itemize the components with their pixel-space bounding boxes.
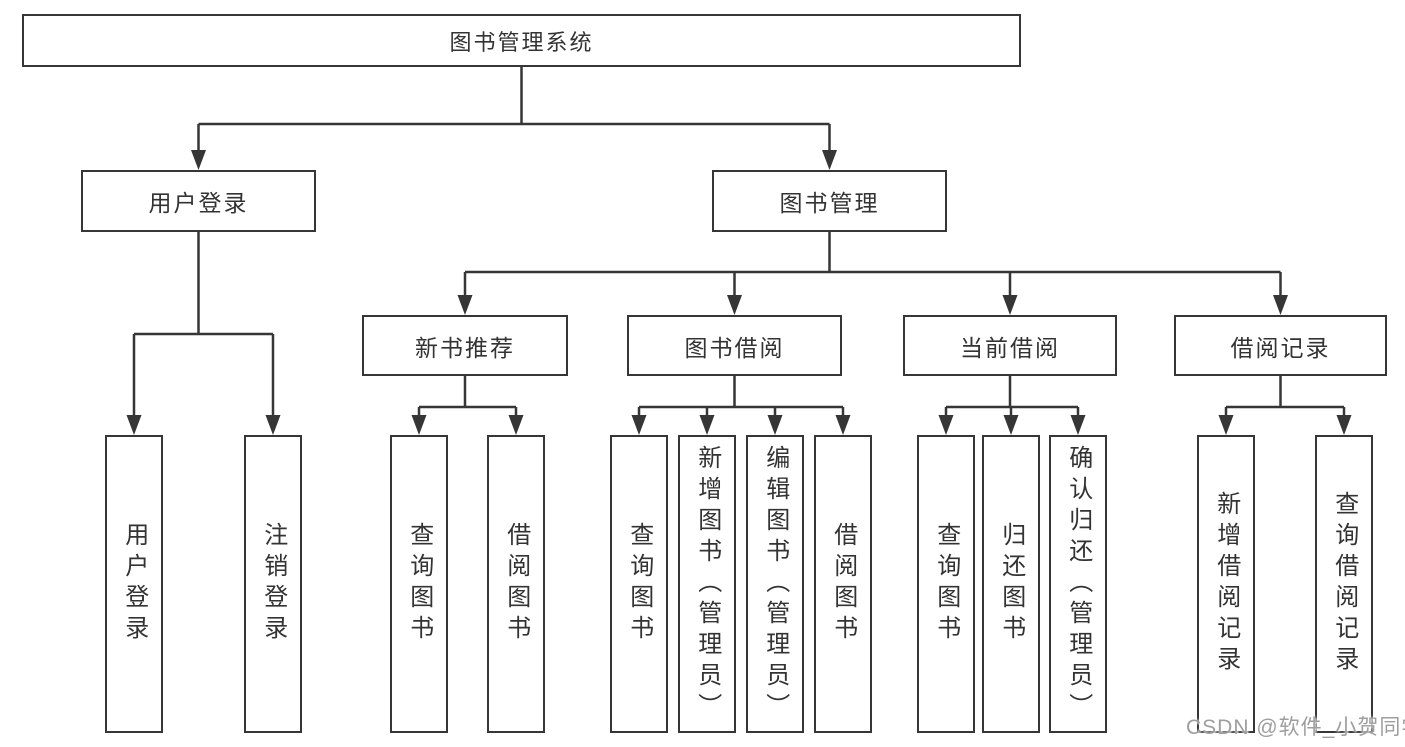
- leaf-user-login: 用户登录: [105, 435, 163, 733]
- leaf-add-borrow-record-label: 新增借阅记录: [1212, 491, 1240, 677]
- arrowhead-icon: [1273, 295, 1288, 315]
- arrowhead-icon: [835, 415, 851, 435]
- arrowhead-icon: [265, 415, 281, 435]
- node-root: 图书管理系统: [22, 14, 1021, 67]
- node-book-borrowing-label: 图书借阅: [684, 334, 785, 361]
- leaf-confirm-return-admin: 确认归还（管理员）: [1049, 435, 1107, 733]
- node-new-book-recommend: 新书推荐: [362, 315, 568, 376]
- arrowhead-icon: [191, 150, 206, 170]
- arrowhead-icon: [727, 295, 742, 315]
- leaf-edit-books-admin: 编辑图书（管理员）: [746, 435, 804, 733]
- arrowhead-icon: [631, 415, 647, 435]
- arrowhead-icon: [767, 415, 783, 435]
- leaf-edit-books-admin-label: 编辑图书（管理员）: [761, 444, 789, 724]
- leaf-query-books-current: 查询图书: [917, 435, 975, 733]
- leaf-query-borrow-record: 查询借阅记录: [1315, 435, 1373, 733]
- connector-root: [197, 67, 831, 152]
- leaf-borrow-books-label: 借阅图书: [829, 522, 857, 646]
- leaf-add-books-admin: 新增图书（管理员）: [678, 435, 736, 733]
- leaf-borrow-books-recommend: 借阅图书: [487, 435, 545, 733]
- arrowhead-icon: [822, 150, 837, 170]
- leaf-return-books-label: 归还图书: [997, 522, 1025, 646]
- arrowhead-icon: [1218, 415, 1234, 435]
- node-book-management-label: 图书管理: [779, 190, 880, 216]
- leaf-add-borrow-record: 新增借阅记录: [1197, 435, 1255, 733]
- leaf-query-books-borrow-label: 查询图书: [625, 522, 653, 646]
- leaf-borrow-books: 借阅图书: [814, 435, 872, 733]
- connector-login-branch: [132, 232, 275, 417]
- leaf-add-books-admin-label: 新增图书（管理员）: [693, 444, 721, 724]
- connector-groups: [417, 376, 1346, 417]
- node-borrow-records: 借阅记录: [1174, 315, 1387, 376]
- node-book-management: 图书管理: [712, 170, 947, 232]
- arrowhead-icon: [411, 415, 427, 435]
- csdn-watermark: CSDN @软件_小贺同学: [1186, 716, 1405, 739]
- leaf-query-books-recommend: 查询图书: [390, 435, 448, 733]
- arrowhead-icon: [938, 415, 954, 435]
- arrowhead-icon: [1003, 415, 1019, 435]
- leaf-query-books-recommend-label: 查询图书: [405, 522, 433, 646]
- node-user-login-label: 用户登录: [148, 190, 249, 216]
- leaf-return-books: 归还图书: [982, 435, 1040, 733]
- arrowhead-icon: [1002, 295, 1018, 315]
- node-borrow-records-label: 借阅记录: [1230, 334, 1331, 361]
- node-book-borrowing: 图书借阅: [627, 315, 842, 376]
- leaf-query-borrow-record-label: 查询借阅记录: [1330, 491, 1358, 677]
- leaf-confirm-return-admin-label: 确认归还（管理员）: [1064, 444, 1092, 724]
- leaf-borrow-books-recommend-label: 借阅图书: [502, 522, 530, 646]
- node-root-label: 图书管理系统: [449, 29, 594, 55]
- node-current-borrowing-label: 当前借阅: [960, 334, 1060, 361]
- connector-management-branch: [463, 232, 1282, 297]
- arrowhead-icon: [699, 415, 715, 435]
- arrowhead-icon: [1070, 415, 1086, 435]
- leaf-logout-label: 注销登录: [259, 522, 287, 646]
- leaf-query-books-current-label: 查询图书: [932, 522, 960, 646]
- node-current-borrowing: 当前借阅: [903, 315, 1117, 376]
- leaf-user-login-label: 用户登录: [120, 522, 148, 646]
- arrowhead-icon: [508, 415, 524, 435]
- arrowhead-icon: [1336, 415, 1352, 435]
- arrowhead-icon: [126, 415, 142, 435]
- node-user-login: 用户登录: [81, 170, 316, 232]
- arrowhead-icon: [457, 295, 473, 315]
- leaf-logout: 注销登录: [244, 435, 302, 733]
- leaf-query-books-borrow: 查询图书: [610, 435, 668, 733]
- node-new-book-recommend-label: 新书推荐: [415, 334, 515, 361]
